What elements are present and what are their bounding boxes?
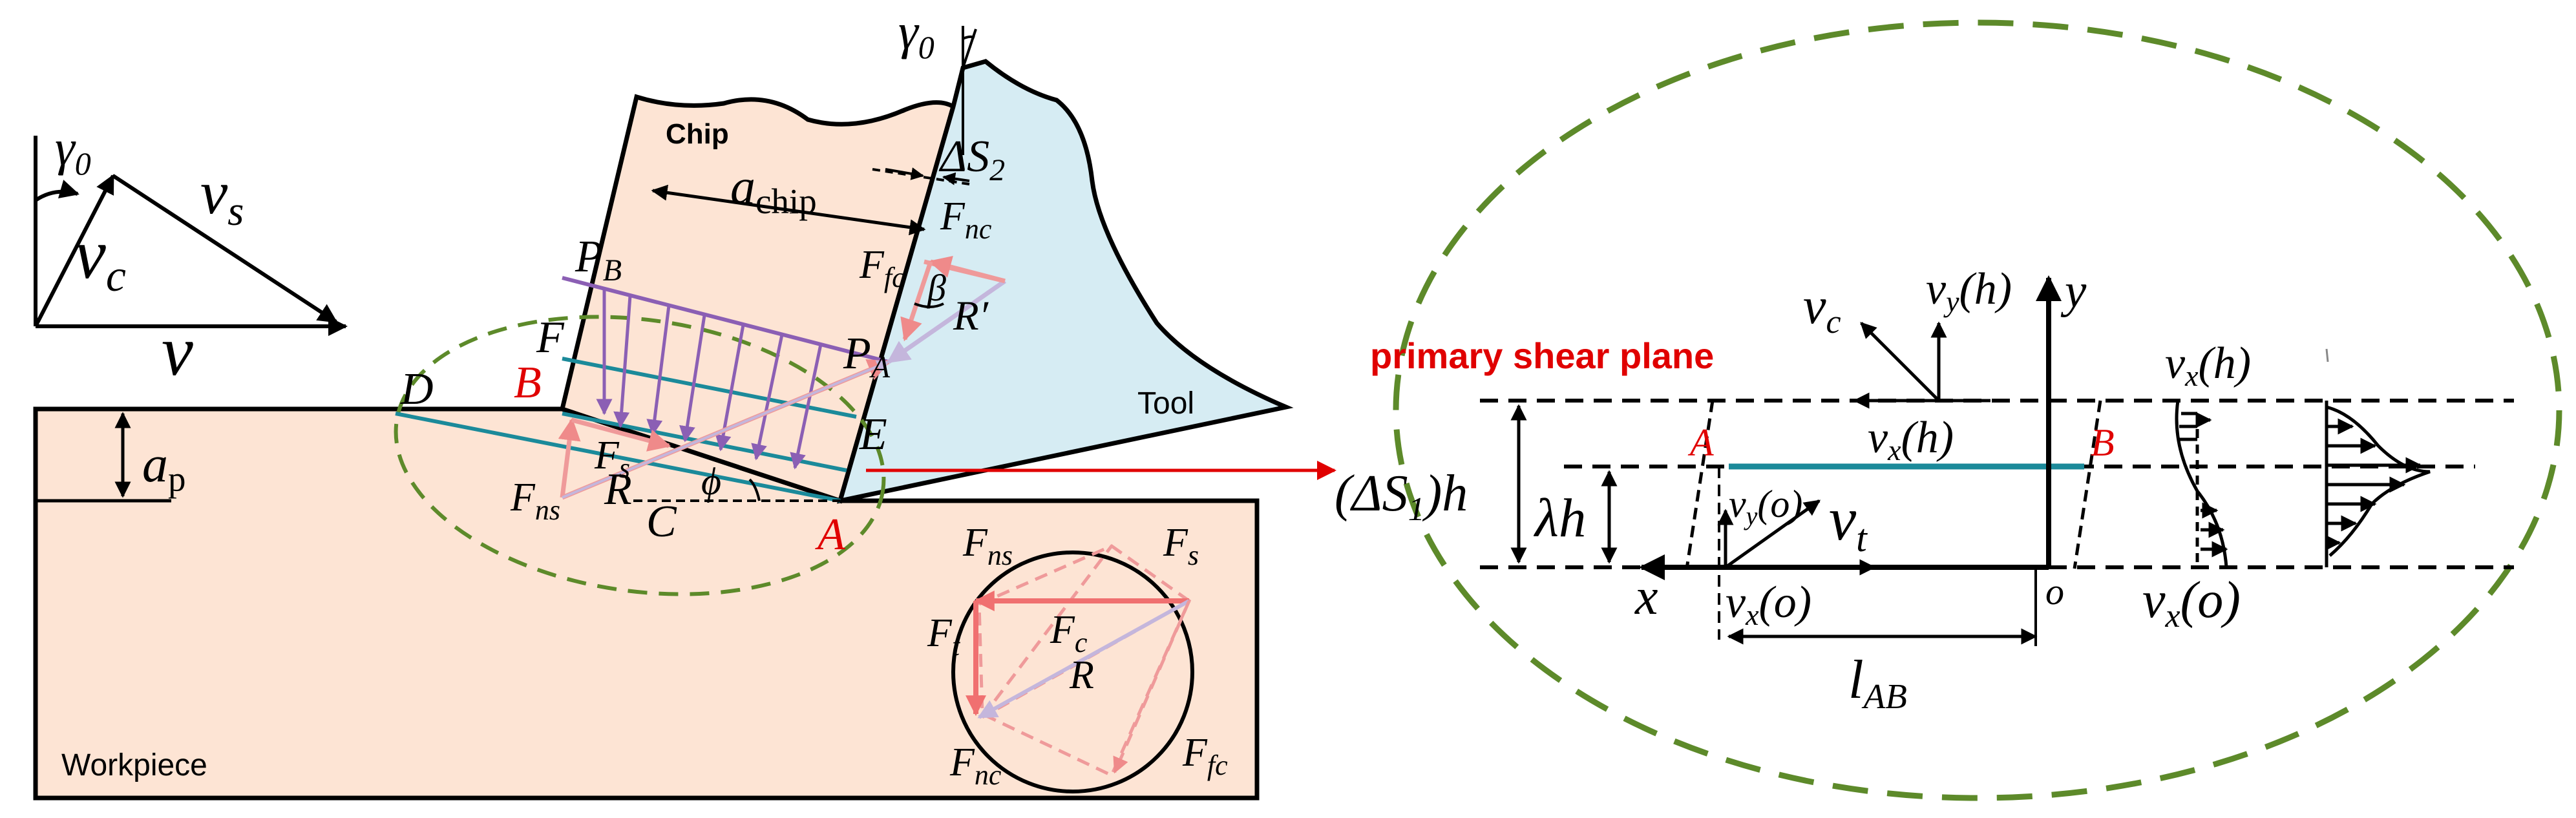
label-R: R bbox=[604, 465, 632, 514]
zoom-label-vt: vt bbox=[1829, 485, 1868, 560]
zoom-label-vyh: vy(h) bbox=[1926, 264, 2012, 318]
beta-arc bbox=[914, 302, 944, 308]
ap-label: ap bbox=[142, 436, 186, 499]
primary-shear-plane-label: primary shear plane bbox=[1370, 335, 1714, 376]
zoom-label-vxo: vx(o) bbox=[1726, 578, 1811, 631]
achip-label: achip bbox=[730, 158, 817, 221]
zoom-vc-arrow bbox=[1860, 322, 1940, 402]
phi-arc bbox=[748, 478, 761, 501]
label-beta: β bbox=[927, 267, 946, 309]
tool-gamma-arc bbox=[962, 35, 975, 40]
circle-label-R: R bbox=[1069, 653, 1094, 697]
tool-rake-ref bbox=[962, 28, 977, 68]
chip-label: Chip bbox=[666, 118, 729, 150]
circle-label-Fs: Fs bbox=[1163, 521, 1199, 571]
label-B: B bbox=[514, 358, 542, 408]
velocity-profile-2 bbox=[2325, 348, 2431, 567]
shear-force-triangle bbox=[558, 359, 891, 500]
force-circle-vectors bbox=[966, 544, 1192, 778]
label-phi: ϕ bbox=[701, 460, 721, 503]
vt-vc-label: vc bbox=[74, 215, 126, 301]
label-Fnc: Fnc bbox=[940, 194, 992, 245]
zoom-label-A: A bbox=[1687, 421, 1714, 464]
velocity-triangle bbox=[34, 136, 348, 336]
zoom-label-y: y bbox=[2060, 264, 2087, 318]
label-Fs: Fs bbox=[594, 434, 630, 484]
force-circle bbox=[951, 551, 1194, 793]
zoom-label-ds1h: (ΔS1)h bbox=[1335, 465, 1468, 528]
zoom-label-x: x bbox=[1634, 569, 1658, 625]
vt-gamma0-label: γ0 bbox=[55, 120, 91, 182]
zoom-label-B: B bbox=[2091, 421, 2115, 464]
label-PA: PA bbox=[843, 329, 891, 384]
pb-pa-line bbox=[562, 276, 889, 364]
zoom-label-vxh-right: vx(h) bbox=[2165, 339, 2251, 392]
vt-v-label: v bbox=[162, 311, 193, 390]
label-F: F bbox=[536, 313, 565, 362]
circle-label-Ft: Ft bbox=[927, 611, 961, 662]
zoom-side-B bbox=[2073, 400, 2102, 569]
tool-label: Tool bbox=[1137, 386, 1194, 421]
vt-vs-label: vs bbox=[200, 158, 244, 235]
zoom-vt-arrow bbox=[1724, 499, 1821, 569]
label-PB: PB bbox=[575, 232, 622, 288]
label-E: E bbox=[859, 410, 887, 459]
label-C: C bbox=[646, 497, 677, 547]
circle-label-Ffc: Ffc bbox=[1182, 731, 1228, 781]
zoom-label-vc: vc bbox=[1803, 278, 1841, 341]
tool-force-triangle bbox=[887, 256, 1006, 364]
label-A: A bbox=[815, 510, 845, 560]
label-Fns: Fns bbox=[510, 476, 560, 526]
zoom-ellipse bbox=[1393, 19, 2562, 801]
circle-label-Fns: Fns bbox=[962, 521, 1013, 571]
zoom-label-vxh: vx(h) bbox=[1868, 413, 1954, 467]
circle-label-Fnc: Fnc bbox=[949, 740, 1002, 791]
zoom-label-o: o bbox=[2045, 571, 2064, 613]
zoom-label-lambdah: λh bbox=[1533, 488, 1586, 549]
zoom-label-vxo-right: vx(o) bbox=[2142, 572, 2241, 634]
ds2-label: ΔS2 bbox=[938, 132, 1005, 187]
tool-body bbox=[837, 59, 1294, 504]
zoom-label-lab: lAB bbox=[1848, 649, 1907, 716]
label-D: D bbox=[400, 364, 434, 414]
label-Rprime: R′ bbox=[953, 293, 989, 339]
zoom-label-vyo: vy(o) bbox=[1729, 483, 1802, 530]
label-Ffc: Ffc bbox=[859, 243, 905, 293]
workpiece-label: Workpiece bbox=[61, 748, 207, 782]
tool-gamma0-label: γ0 bbox=[898, 3, 934, 65]
velocity-profile-1 bbox=[2175, 400, 2228, 568]
ds2-arrow-left bbox=[885, 167, 924, 180]
purple-arrows bbox=[596, 289, 823, 470]
zoom-side-A bbox=[1685, 400, 1715, 569]
cutting-zone-ellipse bbox=[394, 315, 886, 596]
achip-dimension bbox=[651, 184, 926, 236]
ds2-arrow-right bbox=[942, 172, 970, 185]
circle-label-Fc: Fc bbox=[1050, 608, 1088, 658]
